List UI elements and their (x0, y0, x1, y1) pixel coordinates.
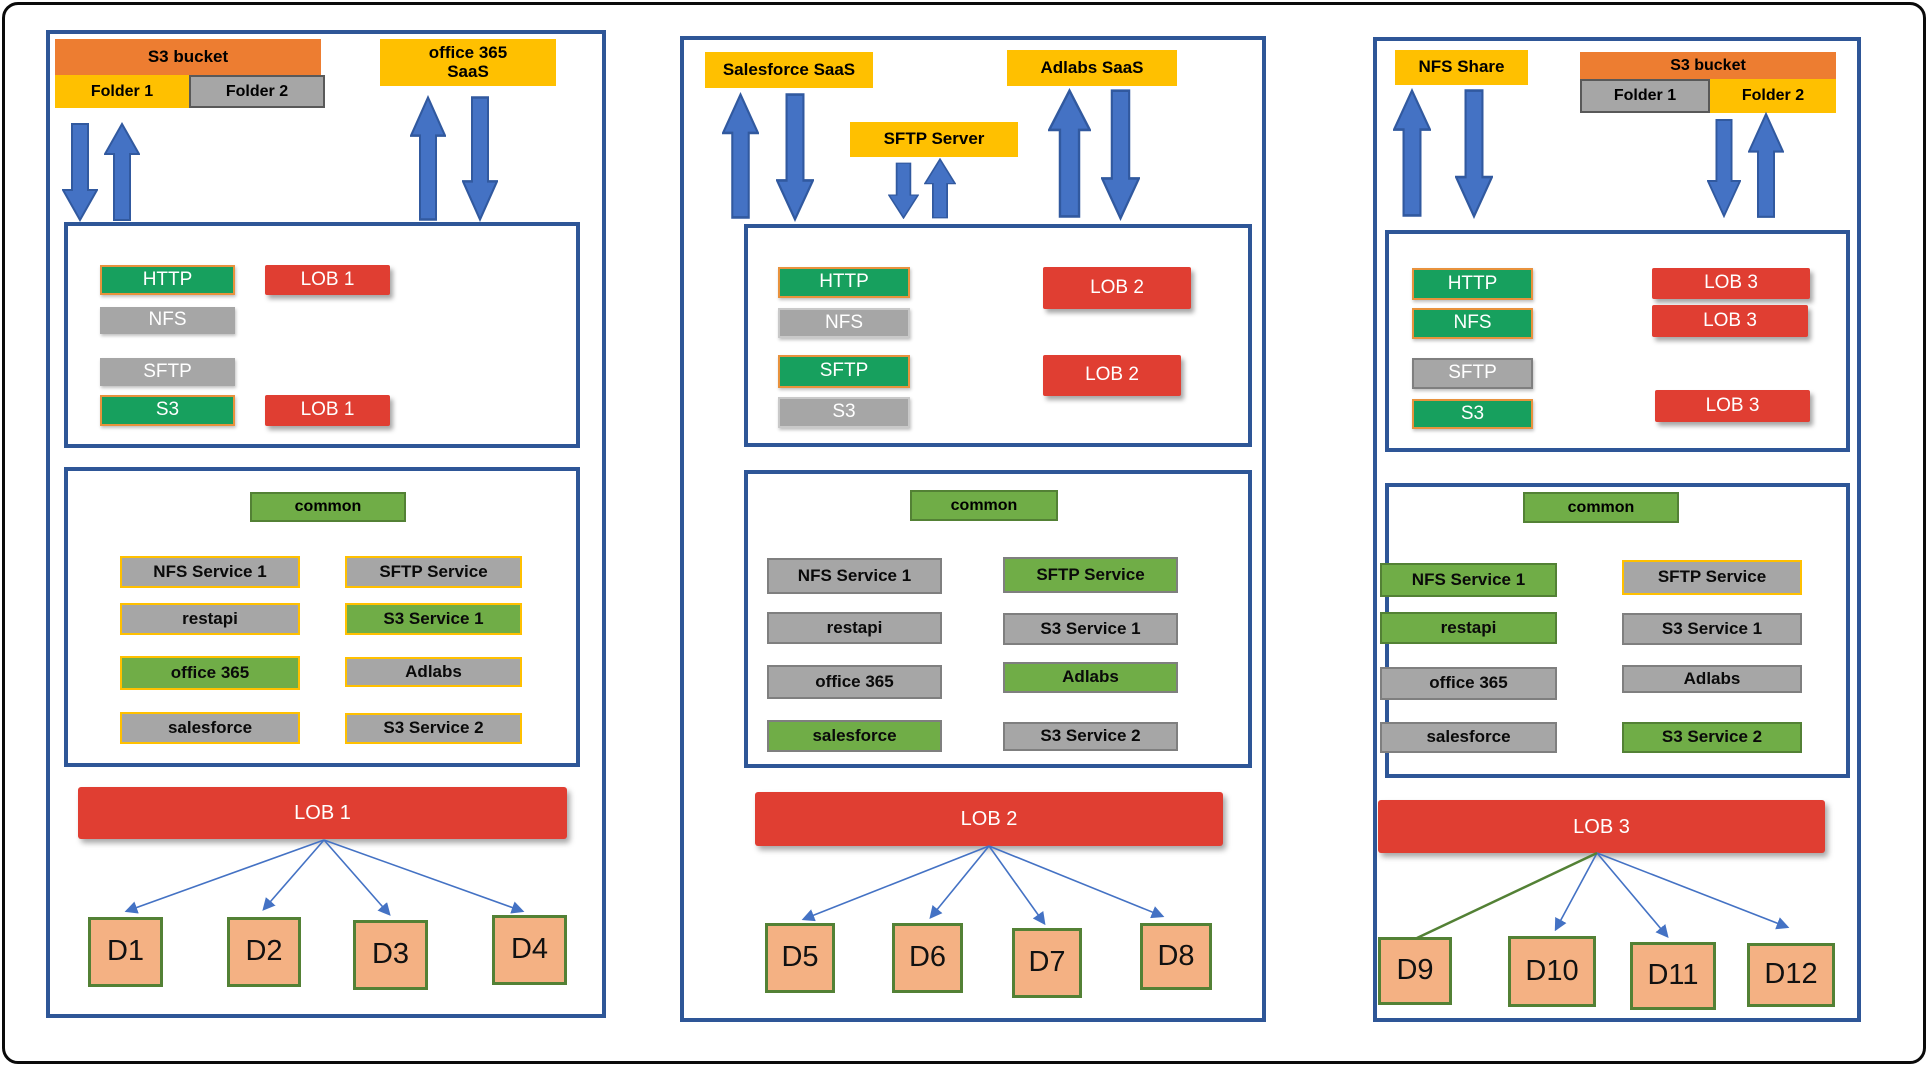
destination-d5: D5 (765, 923, 835, 993)
service-salesforce: salesforce (767, 720, 942, 752)
service-office-365: office 365 (1380, 667, 1557, 700)
block-arrow-down-icon (62, 122, 98, 222)
service-salesforce: salesforce (1380, 722, 1557, 753)
s3-bucket-box: S3 bucket (55, 39, 321, 75)
destination-d12: D12 (1747, 943, 1835, 1007)
service-nfs-service-1: NFS Service 1 (1380, 563, 1557, 597)
common-label: common (910, 490, 1058, 521)
protocol-http: HTTP (100, 265, 235, 295)
office-365-saas-line1: office 365 (428, 42, 508, 62)
lob1-bar: LOB 1 (78, 787, 567, 839)
service-s3-service-2: S3 Service 2 (1003, 722, 1178, 751)
lob1-tag-top: LOB 1 (265, 265, 390, 295)
common-label: common (1523, 492, 1679, 523)
service-s3-service-2: S3 Service 2 (1622, 722, 1802, 753)
destination-d9: D9 (1378, 937, 1452, 1005)
service-s3-service-1: S3 Service 1 (345, 603, 522, 635)
destination-d8: D8 (1140, 923, 1212, 990)
destination-d6: D6 (892, 923, 963, 993)
protocol-s3: S3 (778, 397, 910, 428)
service-office-365: office 365 (120, 656, 300, 690)
destination-d11: D11 (1630, 942, 1716, 1010)
block-arrow-up-icon (1748, 112, 1784, 219)
service-restapi: restapi (1380, 612, 1557, 644)
panel-lob1-common-box (64, 467, 580, 767)
block-arrow-up-icon (104, 122, 140, 222)
panel-lob1-gateway-box (64, 222, 580, 448)
salesforce-saas-box: Salesforce SaaS (705, 52, 873, 88)
s3-bucket-box: S3 bucket (1580, 52, 1836, 79)
service-sftp-service: SFTP Service (1622, 560, 1802, 595)
office-365-saas-line2: SaaS (447, 61, 489, 81)
protocol-nfs: NFS (1412, 308, 1533, 339)
lob3-tag-3: LOB 3 (1655, 390, 1810, 422)
service-sftp-service: SFTP Service (345, 556, 522, 588)
service-nfs-service-1: NFS Service 1 (120, 556, 300, 588)
destination-d4: D4 (492, 915, 567, 985)
block-arrow-down-icon (1707, 118, 1741, 218)
office-365-saas-box: office 365 SaaS (380, 39, 556, 86)
sftp-server-box: SFTP Server (850, 122, 1018, 157)
block-arrow-down-icon (776, 92, 814, 222)
protocol-nfs: NFS (778, 308, 910, 338)
block-arrow-up-icon (722, 92, 759, 220)
destination-d3: D3 (353, 920, 428, 990)
block-arrow-up-icon (924, 158, 956, 219)
nfs-share-box: NFS Share (1395, 50, 1528, 85)
lob2-tag-top: LOB 2 (1043, 267, 1191, 309)
adlabs-saas-box: Adlabs SaaS (1007, 50, 1177, 86)
service-sftp-service: SFTP Service (1003, 557, 1178, 593)
service-s3-service-1: S3 Service 1 (1003, 613, 1178, 645)
destination-d1: D1 (88, 917, 163, 987)
protocol-sftp: SFTP (778, 355, 910, 388)
service-restapi: restapi (120, 603, 300, 635)
folder-1-box: Folder 1 (1580, 79, 1710, 113)
service-restapi: restapi (767, 612, 942, 644)
lob1-tag-bottom: LOB 1 (265, 395, 390, 426)
block-arrow-up-icon (410, 95, 446, 222)
protocol-s3: S3 (1412, 399, 1533, 429)
block-arrow-down-icon (1101, 88, 1140, 221)
folder-2-box: Folder 2 (1710, 79, 1836, 113)
lob3-tag-2: LOB 3 (1652, 305, 1808, 337)
protocol-http: HTTP (778, 267, 910, 298)
service-s3-service-2: S3 Service 2 (345, 713, 522, 744)
panel-lob2-common-box (744, 470, 1252, 768)
folder-1-box: Folder 1 (55, 75, 189, 108)
service-nfs-service-1: NFS Service 1 (767, 558, 942, 594)
service-adlabs: Adlabs (345, 657, 522, 687)
panel-lob2-gateway-box (744, 224, 1252, 447)
protocol-sftp: SFTP (100, 358, 235, 386)
service-s3-service-1: S3 Service 1 (1622, 613, 1802, 645)
block-arrow-up-icon (1048, 88, 1091, 219)
lob3-tag-1: LOB 3 (1652, 268, 1810, 299)
folder-2-box: Folder 2 (189, 75, 325, 108)
block-arrow-up-icon (1393, 88, 1431, 218)
panel-lob3-gateway-box (1385, 230, 1850, 452)
destination-d7: D7 (1012, 928, 1082, 998)
block-arrow-down-icon (888, 162, 919, 219)
protocol-s3: S3 (100, 395, 235, 426)
destination-d10: D10 (1508, 936, 1596, 1007)
service-adlabs: Adlabs (1003, 662, 1178, 693)
service-salesforce: salesforce (120, 712, 300, 744)
protocol-sftp: SFTP (1412, 358, 1533, 389)
service-adlabs: Adlabs (1622, 665, 1802, 693)
protocol-http: HTTP (1412, 268, 1533, 300)
lob2-tag-bottom: LOB 2 (1043, 355, 1181, 396)
common-label: common (250, 492, 406, 522)
block-arrow-down-icon (1455, 88, 1493, 219)
service-office-365: office 365 (767, 665, 942, 699)
destination-d2: D2 (227, 917, 301, 987)
lob3-bar: LOB 3 (1378, 800, 1825, 853)
protocol-nfs: NFS (100, 307, 235, 334)
block-arrow-down-icon (462, 95, 498, 222)
lob2-bar: LOB 2 (755, 792, 1223, 846)
